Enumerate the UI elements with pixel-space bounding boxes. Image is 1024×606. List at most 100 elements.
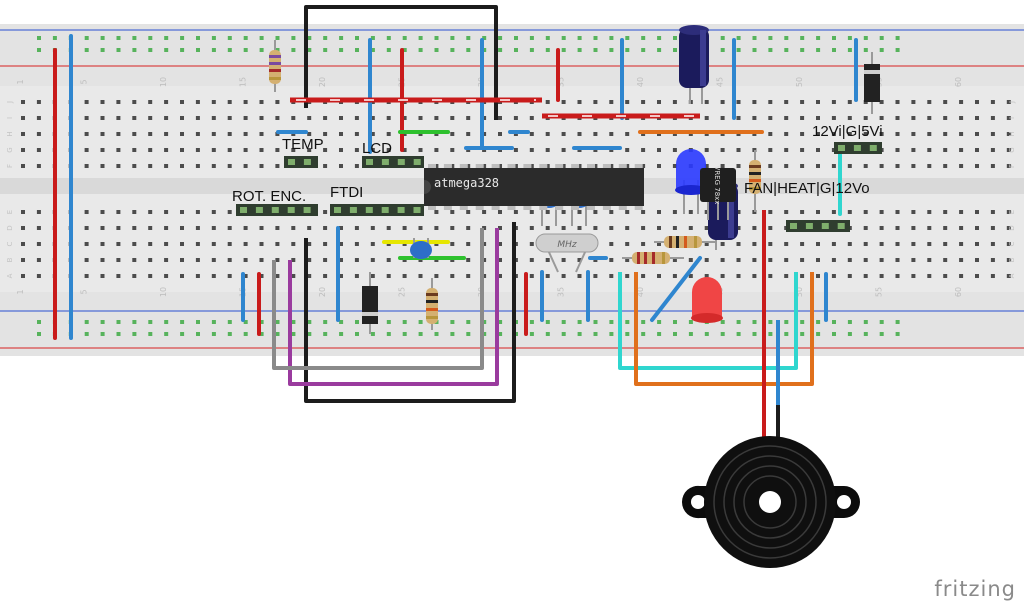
column-number: 35	[557, 287, 566, 297]
label-fan-out: FAN|HEAT|G|12Vo	[744, 180, 870, 197]
header-pin	[837, 223, 845, 229]
mcu-chip: atmega328	[424, 164, 644, 210]
chip-pin	[475, 205, 484, 210]
wire-blue-15	[650, 256, 702, 322]
diodes	[362, 52, 880, 334]
column-number: 25	[398, 287, 407, 297]
header-pin	[790, 223, 797, 229]
row-letter: G	[1008, 147, 1016, 152]
chip-pin	[428, 164, 436, 169]
chip-pin	[587, 164, 595, 169]
header-pin	[255, 207, 263, 213]
row-letter: F	[6, 164, 14, 168]
crystal: MHz	[535, 233, 599, 273]
header-pin	[821, 223, 829, 229]
column-number: 35	[557, 77, 566, 87]
ceramic-cap-3	[410, 238, 432, 259]
column-number: 40	[636, 287, 645, 297]
chip-pin	[523, 205, 532, 210]
resistor-3	[749, 150, 761, 212]
chip-pin	[507, 205, 516, 210]
header-pin	[303, 159, 311, 165]
chip-pins-bottom	[428, 205, 643, 210]
chip-pin	[539, 164, 548, 169]
header-lcd	[362, 156, 424, 168]
row-letter: H	[6, 131, 14, 136]
header-pin	[381, 159, 389, 165]
row-letter: J	[1008, 101, 1016, 104]
resistors	[269, 40, 761, 330]
row-letter: H	[1008, 131, 1016, 136]
column-number: 15	[239, 77, 248, 87]
chip-pin	[491, 205, 500, 210]
header-pin	[366, 159, 373, 165]
column-number: 5	[80, 79, 89, 84]
led-red	[691, 277, 723, 323]
column-number: 55	[875, 287, 884, 297]
row-letter: A	[1008, 273, 1016, 278]
chip-pin	[507, 164, 516, 169]
header-pin	[413, 159, 421, 165]
mcu-label: atmega328	[434, 176, 499, 190]
chip-pin	[428, 205, 436, 210]
column-number: 60	[954, 77, 963, 87]
column-number: 10	[159, 287, 168, 297]
label-ftdi: FTDI	[330, 184, 363, 201]
vreg-label: VREG 78xx	[713, 166, 721, 205]
header-pin	[365, 207, 373, 213]
chip-pins-top	[428, 164, 643, 169]
chip-pin	[555, 164, 564, 169]
chip-pin	[523, 164, 532, 169]
row-letter: I	[6, 117, 14, 119]
label-lcd: LCD	[362, 140, 392, 157]
wire-orange-loop	[634, 272, 814, 386]
row-letter: E	[6, 210, 14, 214]
row-letter: E	[1008, 210, 1016, 214]
header-pin	[853, 145, 861, 151]
chip-pin	[602, 164, 611, 169]
resistor-2	[426, 278, 438, 330]
chip-pin	[443, 164, 452, 169]
row-letter: D	[6, 225, 14, 230]
chip-pin	[634, 164, 643, 169]
header-ftdi	[330, 204, 424, 216]
header-pin	[838, 145, 845, 151]
diode-1	[864, 52, 880, 114]
voltage-regulator: VREG 78xx	[700, 166, 736, 220]
capacitor-1	[679, 25, 709, 104]
row-letter: C	[6, 241, 14, 246]
header-fan-out	[786, 220, 850, 232]
label-temp: TEMP	[282, 136, 324, 153]
row-letter: C	[1008, 241, 1016, 246]
chip-pin	[475, 164, 484, 169]
column-number: 1	[16, 289, 25, 294]
header-pin	[287, 207, 295, 213]
row-letter: J	[6, 101, 14, 104]
header-pin	[240, 207, 247, 213]
column-number: 1	[16, 79, 25, 84]
column-number: 20	[318, 287, 327, 297]
row-letter: A	[6, 273, 14, 278]
header-pin	[413, 207, 421, 213]
leds	[675, 149, 723, 323]
header-pin	[271, 207, 279, 213]
chip-pin	[571, 164, 580, 169]
chip-pin	[602, 205, 611, 210]
label-rot-enc: ROT. ENC.	[232, 188, 306, 205]
chip-pin	[571, 205, 580, 210]
resistor-5	[622, 252, 684, 264]
header-pin	[805, 223, 813, 229]
led-blue	[675, 149, 707, 214]
row-letter: B	[6, 257, 14, 262]
row-letter: B	[1008, 257, 1016, 262]
column-number: 40	[636, 77, 645, 87]
header-pin	[288, 159, 295, 165]
short-wires	[53, 34, 858, 340]
column-number: 50	[795, 77, 804, 87]
chip-pin	[491, 164, 500, 169]
column-number: 45	[716, 77, 725, 87]
chip-pin	[443, 205, 452, 210]
chip-pin	[459, 205, 468, 210]
